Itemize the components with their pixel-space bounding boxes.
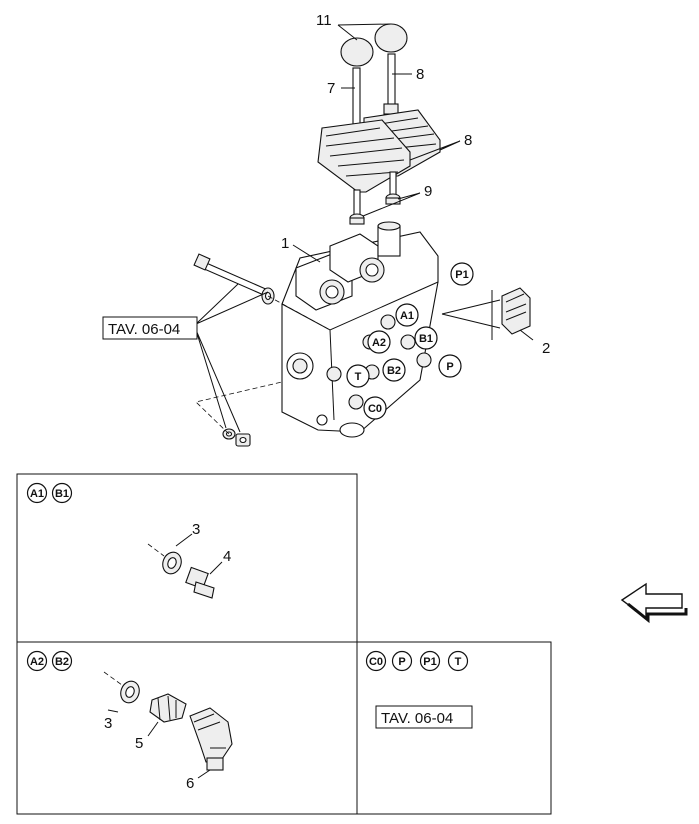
leader-4 [209, 561, 223, 575]
callout-8-boot: 8 [464, 132, 472, 149]
box3-label-c0: C0 [365, 650, 387, 672]
callout-9: 9 [424, 183, 432, 200]
svg-text:T: T [455, 656, 462, 668]
svg-text:TAV. 06-04: TAV. 06-04 [108, 321, 180, 338]
svg-text:P1: P1 [423, 656, 436, 668]
box-c0-p-p1-t [356, 641, 552, 815]
knob-right [374, 23, 408, 53]
lever-left [352, 67, 361, 131]
port-label-b1: B1 [414, 326, 438, 350]
arrow-left-icon [620, 582, 688, 624]
callout-8-top: 8 [416, 66, 424, 83]
lever-right [387, 53, 396, 109]
callout-11: 11 [316, 12, 332, 29]
leader-6 [197, 769, 211, 779]
reference-tav-box3: TAV. 06-04 [375, 705, 473, 729]
detail-boxes: A1 B1 3 4 A2 B2 [16, 473, 552, 815]
boot-left [317, 119, 411, 193]
svg-text:T: T [355, 371, 362, 383]
leader-3-box2 [107, 709, 119, 713]
svg-text:B2: B2 [387, 365, 401, 377]
connector-plug [441, 287, 531, 340]
nut-right [385, 193, 401, 205]
port-label-p1: P1 [450, 262, 474, 286]
svg-text:P: P [446, 361, 453, 373]
callout-4: 4 [223, 548, 231, 565]
box2-label-b2: B2 [51, 650, 73, 672]
washer-3-box1 [147, 543, 182, 575]
port-label-c0: C0 [363, 396, 387, 420]
svg-text:B1: B1 [419, 333, 433, 345]
port-label-t: T [346, 364, 370, 388]
valve-body [281, 221, 439, 438]
svg-text:B1: B1 [55, 488, 69, 500]
leader-lines [195, 23, 534, 433]
plug-4 [185, 566, 215, 599]
callout-7: 7 [327, 80, 335, 97]
svg-text:B2: B2 [55, 656, 69, 668]
callout-2: 2 [542, 340, 550, 357]
box3-label-p: P [391, 650, 413, 672]
svg-text:A1: A1 [30, 488, 44, 500]
svg-text:A2: A2 [372, 337, 386, 349]
svg-text:C0: C0 [369, 656, 383, 668]
callout-3-box1: 3 [192, 521, 200, 538]
svg-text:A1: A1 [400, 310, 414, 322]
callout-1: 1 [281, 235, 289, 252]
bolt-group [193, 253, 331, 447]
box1-label-b1: B1 [51, 482, 73, 504]
box2-label-a2: A2 [26, 650, 48, 672]
box3-label-p1: P1 [419, 650, 441, 672]
callout-5: 5 [135, 735, 143, 752]
valve-assembly-drawing: 11 8 7 8 9 1 2 TAV. 06-04 P1 A1 A2 B1 [102, 12, 550, 447]
elbow-6 [189, 707, 233, 771]
svg-text:TAV. 06-04: TAV. 06-04 [381, 710, 453, 727]
nut-left [349, 213, 365, 225]
svg-text:P: P [398, 656, 405, 668]
port-label-a1: A1 [395, 303, 419, 327]
svg-text:P1: P1 [455, 269, 468, 281]
port-label-b2: B2 [382, 358, 406, 382]
leader-3-box1 [175, 533, 193, 547]
adapter-5 [149, 693, 187, 723]
callout-3-box2: 3 [104, 715, 112, 732]
box1-label-a1: A1 [26, 482, 48, 504]
box3-label-t: T [447, 650, 469, 672]
svg-text:C0: C0 [368, 403, 382, 415]
lever-right-collar [383, 103, 399, 115]
reference-tav-main: TAV. 06-04 [102, 316, 198, 340]
washer-3-box2 [103, 671, 140, 704]
leader-5 [147, 721, 159, 737]
port-label-a2: A2 [367, 330, 391, 354]
svg-text:A2: A2 [30, 656, 44, 668]
callout-6: 6 [186, 775, 194, 792]
port-label-p: P [438, 354, 462, 378]
knob-left [340, 37, 374, 67]
